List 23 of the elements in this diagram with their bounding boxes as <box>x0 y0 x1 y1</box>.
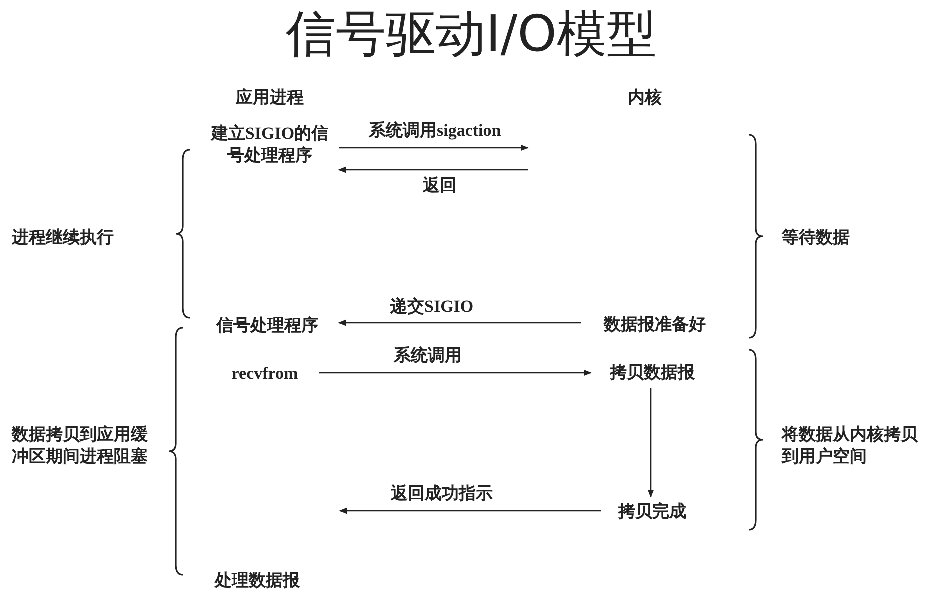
edge-label: 递交SIGIO <box>388 297 476 317</box>
arrow <box>648 388 654 498</box>
annotation: 进程继续执行 <box>12 227 115 249</box>
node-text: 信号处理程序 <box>200 315 335 337</box>
arrow <box>319 370 592 376</box>
arrow <box>338 166 528 174</box>
annotation: 将数据从内核拷贝到用户空间 <box>782 424 919 468</box>
edge-label: 系统调用sigaction <box>367 121 504 141</box>
title: 信号驱动I/O模型 <box>285 4 658 65</box>
arrow <box>338 320 581 326</box>
arrow <box>339 144 529 152</box>
column-heading: 内核 <box>627 87 663 109</box>
annotation: 数据拷贝到应用缓冲区期间进程阻塞 <box>12 424 149 468</box>
node-text: 拷贝数据报 <box>595 362 710 384</box>
arrow <box>339 508 601 514</box>
annotation: 等待数据 <box>782 227 851 249</box>
annotation: 处理数据报 <box>215 570 301 592</box>
edge-label: 返回成功指示 <box>389 484 495 504</box>
column-heading: 应用进程 <box>234 87 305 109</box>
node-text: 建立SIGIO的信号处理程序 <box>205 123 335 167</box>
node-text: 拷贝完成 <box>605 501 700 523</box>
node-text: recvfrom <box>215 363 315 385</box>
node-text: 数据报准备好 <box>585 314 725 336</box>
